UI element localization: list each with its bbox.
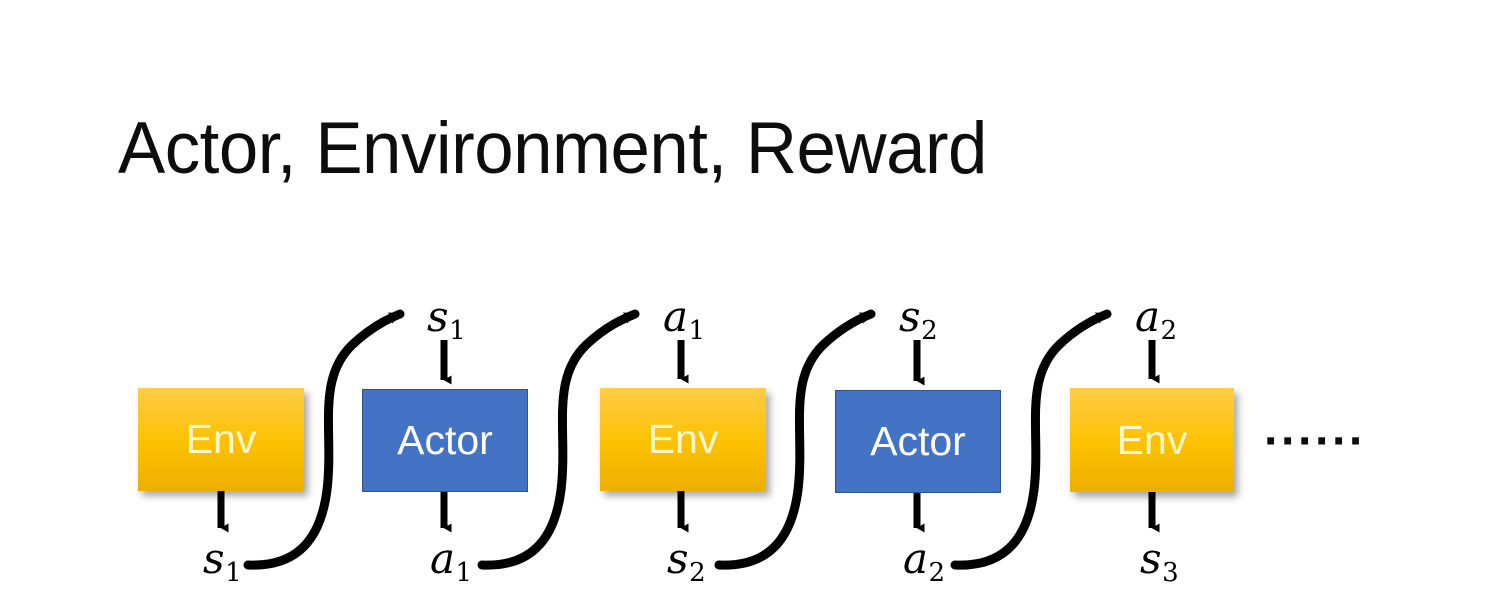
- subscript: 3: [1162, 557, 1179, 588]
- node-label: Actor: [397, 417, 493, 463]
- label-bottom-s3: s3: [1140, 538, 1179, 586]
- symbol: a: [663, 292, 689, 341]
- label-bottom-a2: a2: [903, 538, 945, 586]
- symbol: s: [899, 292, 921, 341]
- node-label: Actor: [870, 418, 966, 464]
- subscript: 2: [689, 557, 706, 588]
- page-title: Actor, Environment, Reward: [118, 108, 987, 189]
- continuation-ellipsis: ······: [1264, 415, 1366, 468]
- symbol: s: [427, 292, 449, 341]
- symbol: s: [1140, 534, 1162, 583]
- subscript: 2: [921, 315, 938, 346]
- symbol: a: [1135, 292, 1161, 341]
- subscript: 2: [1160, 315, 1178, 346]
- symbol: a: [903, 534, 929, 583]
- label-bottom-s2: s2: [667, 538, 706, 586]
- node-label: Env: [185, 416, 257, 462]
- subscript: 1: [688, 315, 706, 346]
- symbol: a: [430, 534, 456, 583]
- label-top-a1: a1: [663, 296, 705, 344]
- subscript: 1: [449, 315, 466, 346]
- subscript: 2: [928, 557, 946, 588]
- node-label: Env: [647, 416, 719, 462]
- node-env-1[interactable]: Env: [138, 388, 304, 491]
- subscript: 1: [455, 557, 473, 588]
- label-top-a2: a2: [1135, 296, 1177, 344]
- symbol: s: [203, 534, 225, 583]
- symbol: s: [667, 534, 689, 583]
- label-top-s1: s1: [427, 296, 466, 344]
- node-actor-1[interactable]: Actor: [362, 389, 528, 492]
- node-env-2[interactable]: Env: [600, 388, 766, 491]
- subscript: 1: [225, 557, 242, 588]
- label-top-s2: s2: [899, 296, 938, 344]
- node-env-3[interactable]: Env: [1070, 388, 1234, 492]
- label-bottom-a1: a1: [430, 538, 472, 586]
- node-actor-2[interactable]: Actor: [835, 390, 1001, 493]
- node-label: Env: [1116, 416, 1188, 463]
- label-bottom-s1: s1: [203, 538, 242, 586]
